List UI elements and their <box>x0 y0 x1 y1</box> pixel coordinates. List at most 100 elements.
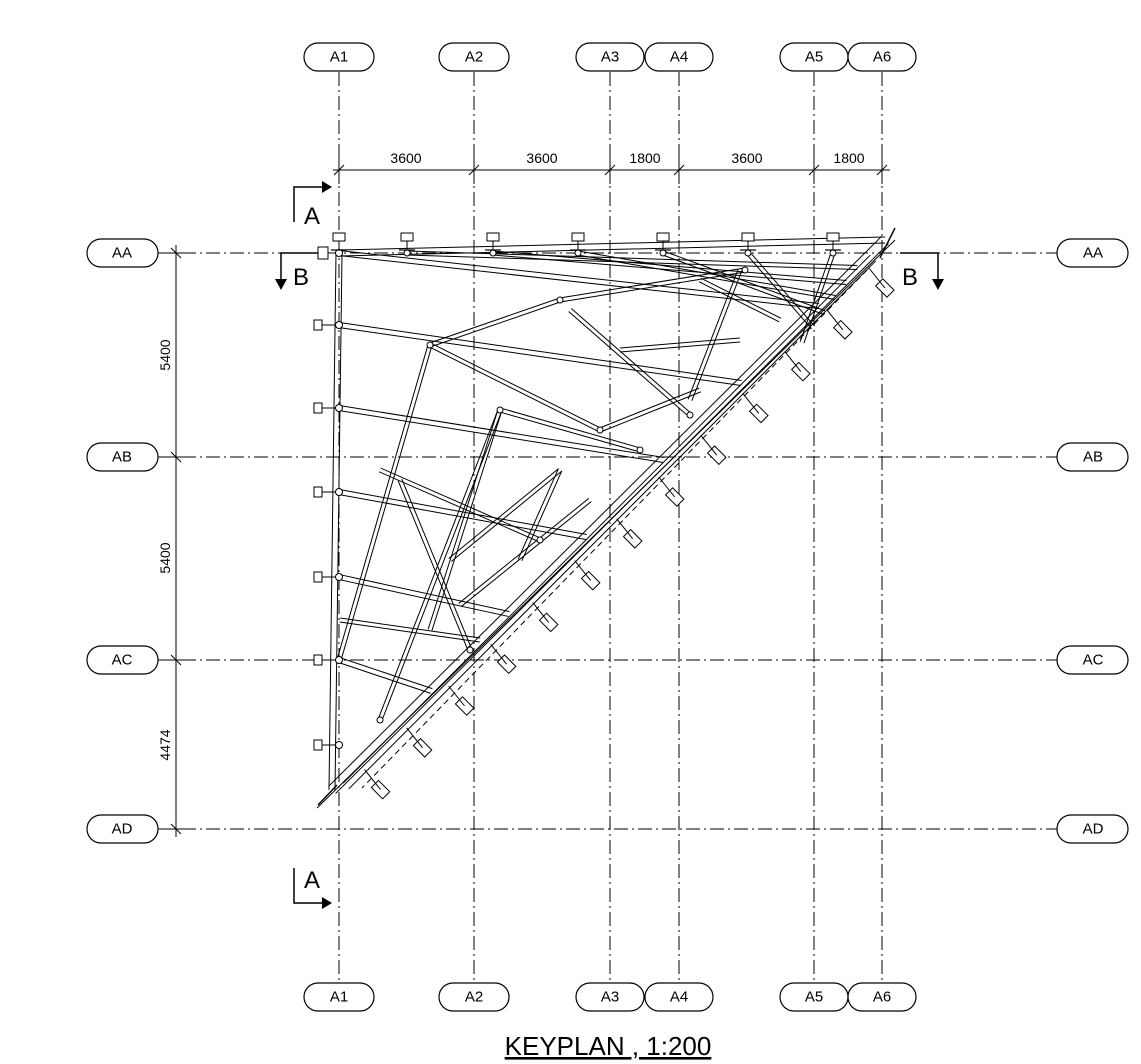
svg-text:A4: A4 <box>670 49 688 66</box>
truss-node <box>636 446 644 454</box>
bracket-stem <box>364 769 381 790</box>
truss-node <box>686 411 694 419</box>
cross-brace <box>378 471 540 543</box>
cross-brace <box>698 281 780 323</box>
cross-brace <box>521 470 563 562</box>
grid-bubble-bottom-a3: A3 <box>575 982 645 1012</box>
cross-brace <box>458 498 590 604</box>
svg-text:A3: A3 <box>601 49 619 66</box>
dimension-a1-a2: 3600 <box>390 150 421 166</box>
svg-text:A3: A3 <box>601 989 619 1006</box>
grid-bubble-top-a3: A3 <box>575 42 645 72</box>
truss-node <box>744 249 752 257</box>
truss-node <box>426 341 434 349</box>
bracket-stem <box>742 393 760 414</box>
cross-brace <box>450 471 562 562</box>
grid-bubble-bottom-a1: A1 <box>303 982 375 1012</box>
edge-extension <box>879 227 896 259</box>
dimension-ab-ac: 5400 <box>157 542 173 573</box>
left-grid-bubbles: AA AB AC AD <box>86 238 159 844</box>
rafter <box>407 250 858 267</box>
bracket-stem <box>448 685 465 707</box>
cross-brace <box>700 277 782 319</box>
svg-text:A6: A6 <box>873 989 891 1006</box>
svg-text:AB: AB <box>112 449 132 466</box>
grid-bubble-top-a2: A2 <box>438 42 510 72</box>
truss-node <box>335 741 343 749</box>
truss-node <box>335 573 343 581</box>
rafter <box>746 253 812 330</box>
cross-brace <box>340 345 433 661</box>
grid-bubble-left-ac: AC <box>86 645 159 675</box>
dimension-a3-a4: 1800 <box>629 150 660 166</box>
grid-bubble-bottom-a2: A2 <box>438 982 510 1012</box>
support-bracket <box>826 232 840 242</box>
rafter <box>338 409 664 463</box>
truss-node <box>496 406 504 414</box>
cross-brace <box>380 467 542 539</box>
rafter <box>338 661 431 694</box>
section-marker-b-left: B <box>275 252 318 291</box>
truss-node <box>403 249 411 257</box>
grid-bubble-right-aa: AA <box>1056 238 1129 268</box>
support-bracket <box>400 232 414 242</box>
bracket-stem <box>574 560 592 581</box>
right-grid-bubbles: AA AB AC AD <box>1056 238 1129 844</box>
svg-text:AC: AC <box>1083 652 1104 669</box>
bracket-stem <box>490 643 508 665</box>
svg-text:A1: A1 <box>330 49 348 66</box>
rafter <box>803 253 836 344</box>
svg-text:AA: AA <box>112 245 132 262</box>
section-marker-a-bottom: A <box>293 867 332 909</box>
svg-text:AC: AC <box>112 652 133 669</box>
bracket-stem <box>616 518 634 540</box>
truss-node <box>489 249 497 257</box>
horizontal-grid-lines <box>158 252 1057 830</box>
grid-bubble-top-a6: A6 <box>847 42 917 72</box>
dimension-a4-a5: 3600 <box>731 150 762 166</box>
truss-node <box>335 404 343 412</box>
rafter <box>577 254 835 300</box>
cross-brace <box>427 409 499 630</box>
left-chord <box>334 253 343 791</box>
rafter <box>339 250 819 305</box>
support-bracket <box>313 571 323 583</box>
grid-bubble-bottom-a4: A4 <box>644 982 714 1012</box>
cross-brace <box>570 308 692 414</box>
support-bracket <box>313 654 323 666</box>
svg-text:AB: AB <box>1083 449 1103 466</box>
truss-node <box>466 646 474 654</box>
rafter <box>663 250 826 312</box>
rafter <box>492 254 847 285</box>
cross-brace <box>499 411 640 453</box>
cross-brace <box>428 346 600 433</box>
grid-bubble-right-ab: AB <box>1056 442 1129 472</box>
grid-bubble-bottom-a5: A5 <box>779 982 849 1012</box>
bracket-stem <box>868 267 886 289</box>
truss-node <box>596 426 604 434</box>
top-chord <box>338 236 885 251</box>
top-dimension-string: 3600 3600 1800 3600 1800 <box>333 150 890 184</box>
rafter <box>662 254 824 315</box>
svg-text:AA: AA <box>1083 245 1103 262</box>
support-bracket <box>313 486 323 498</box>
grid-bubble-left-ad: AD <box>86 814 159 844</box>
svg-text:A5: A5 <box>805 49 823 66</box>
dimension-ac-ad: 4474 <box>157 729 173 760</box>
roof-structure <box>313 227 896 809</box>
cross-brace <box>568 311 690 417</box>
support-bracket <box>313 739 323 751</box>
cross-brace <box>599 387 700 429</box>
top-chord <box>339 242 886 257</box>
cross-brace <box>620 341 741 353</box>
dimension-aa-ab: 5400 <box>157 339 173 370</box>
bracket-stem <box>826 309 844 331</box>
support-bracket <box>317 246 329 260</box>
left-dimension-string: 5400 5400 4474 <box>157 245 188 837</box>
cross-brace <box>460 501 592 607</box>
rafter <box>578 250 836 297</box>
cross-brace <box>691 270 743 401</box>
cross-brace <box>401 479 473 650</box>
edge-extension <box>317 784 338 806</box>
